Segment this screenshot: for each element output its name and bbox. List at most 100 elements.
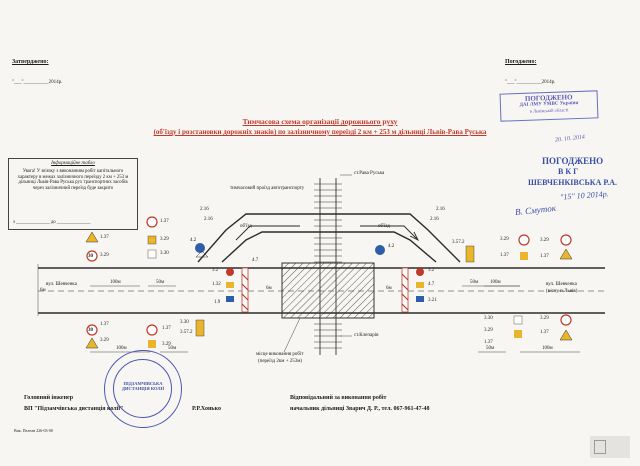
approved-date: "___"__________2014р.: [12, 80, 63, 85]
sign-code: 3.29: [100, 338, 109, 343]
sign-code: 3.21: [428, 298, 437, 303]
speed-limit-sign-icon: [518, 234, 530, 246]
sign-code: 3.29: [162, 342, 171, 347]
sign-code: 3.2: [212, 268, 219, 273]
detour-road: [197, 213, 461, 263]
sign-code: 4.2: [190, 238, 197, 243]
lane-width-label: 6м: [386, 286, 392, 291]
warning-sign-icon: [559, 329, 573, 341]
lane-width-label: 6м: [40, 288, 46, 293]
warning-sign-icon: [147, 235, 157, 245]
sign-cluster-top-left: [85, 216, 209, 262]
approved-label: Затверджено:: [12, 59, 49, 65]
round-stamp-inner: [113, 359, 172, 418]
detour-right-label: об'їзд: [378, 224, 390, 229]
detour-sign-icon: [226, 296, 234, 302]
sign-cluster-top-right: [465, 234, 573, 263]
sign-code: 3.29: [540, 238, 549, 243]
sign-code: 1.37: [540, 254, 549, 259]
barrier-left: [241, 267, 249, 313]
warning-sign-icon: [226, 282, 234, 288]
speed-limit-sign-icon: [560, 314, 572, 326]
sign-cluster-bottom-right: [513, 314, 573, 341]
corner-logo: [590, 436, 630, 458]
sign-code: 2.16: [430, 217, 439, 222]
sign-code: 1.32: [212, 282, 221, 287]
direction-sign-icon: [195, 243, 205, 253]
sign-code: 3.29: [484, 328, 493, 333]
speed-limit-value: 30: [88, 254, 93, 259]
street-right-sublabel: (в/сну п.Львів): [546, 289, 578, 294]
station-bottom-label: ст.Клепарів: [354, 333, 379, 338]
warning-sign-icon: [520, 252, 528, 260]
detour-left-label: об'їзд: [240, 224, 252, 229]
temp-passage-label: тимчасовий проїзд автотранспорту: [230, 186, 305, 191]
direction-sign-icon: [375, 245, 385, 255]
sign-code: 1.37: [100, 322, 109, 327]
sign-code: 3.29: [100, 253, 109, 258]
sign-code: 1.9: [214, 300, 221, 305]
warning-sign-icon: [416, 282, 424, 288]
chevron-sign-icon: [195, 319, 205, 337]
chevron-sign-icon: [465, 245, 475, 263]
sign-code: 4.2: [388, 244, 395, 249]
distance-label: 100м: [542, 346, 553, 351]
warning-sign-icon: [559, 248, 573, 260]
arrow-icon: [195, 250, 209, 258]
barrier-right: [401, 267, 409, 313]
chief-engineer-role: Головний інженер: [24, 395, 74, 401]
no-entry-sign-icon: [416, 268, 424, 276]
agreed-label: Погоджено:: [505, 59, 537, 65]
agreed-date: "___"__________2014р.: [505, 80, 556, 85]
distance-label: 100м: [490, 280, 501, 285]
sign-code: 2.16: [200, 207, 209, 212]
responsible-name: начальник дільниці Зварич Д. Р., тел. 06…: [290, 406, 430, 412]
detour-sign-icon: [416, 296, 424, 302]
sign-code: 4.7: [252, 258, 259, 263]
sign-cluster-bottom-left: [85, 319, 205, 349]
dimension-lines: [37, 264, 580, 353]
distance-label: 50м: [156, 280, 165, 285]
distance-label: 100м: [110, 280, 121, 285]
no-entry-sign-icon: [226, 268, 234, 276]
work-area-sublabel: (переїзд 2км + 253м): [258, 359, 303, 364]
distance-label: 50м: [470, 280, 479, 285]
work-area-leader: [283, 317, 301, 353]
sign-code: 3.30: [484, 316, 493, 321]
warning-sign-icon: [514, 330, 522, 338]
sign-code: 1.37: [540, 330, 549, 335]
sign-code: 1.37: [500, 253, 509, 258]
executor-note: Вик. Пелеан 226-03-00: [14, 428, 53, 433]
speed-limit-sign-icon: [86, 250, 98, 262]
speed-limit-value: 30: [88, 328, 93, 333]
warning-sign-icon: [148, 340, 156, 348]
info-board-title: Інформаційне табло: [51, 161, 95, 166]
work-zone: [281, 262, 375, 319]
street-right-label: вул. Шевченка: [546, 282, 577, 287]
info-board-dates: з ______________ до ______________: [13, 220, 91, 225]
warning-sign-icon: [85, 231, 99, 243]
sign-code: 4.7: [428, 282, 435, 287]
round-stamp-text: ПІДЗАМЧІВСЬКА ДИСТАНЦІЯ КОЛІЇ: [121, 381, 165, 391]
title-line1: Тимчасова схема організації дорожнього р…: [242, 117, 398, 126]
round-stamp: ПІДЗАМЧІВСЬКА ДИСТАНЦІЯ КОЛІЇ: [104, 350, 182, 428]
work-area-label: місце виконання робіт: [256, 352, 304, 357]
title-line2: (об'їзду і розстановки дорожніх знаків) …: [153, 128, 487, 136]
lane-width-label: 6м: [266, 286, 272, 291]
chief-engineer-name: Р.Р.Хонько: [192, 406, 221, 412]
trident-icon: [594, 440, 606, 454]
distance-label: 50м: [168, 346, 177, 351]
sign-code: 3.29: [500, 237, 509, 242]
sign-code: 3.57.2: [180, 330, 193, 335]
sign-code: 3.57.2: [452, 240, 465, 245]
detour-arrows: [235, 225, 420, 242]
chief-engineer-org: ВП "Підзамчівська дистанція колії": [24, 406, 124, 412]
speed-limit-sign-icon: [560, 234, 572, 246]
warning-sign-icon: [85, 337, 99, 349]
sign-code: 3.2: [428, 268, 435, 273]
sign-code: 3.30: [180, 320, 189, 325]
vkg-stamp-line3: ШЕВЧЕНКІВСЬКА Р.А.: [528, 178, 618, 187]
sign-code: 1.37: [484, 340, 493, 345]
